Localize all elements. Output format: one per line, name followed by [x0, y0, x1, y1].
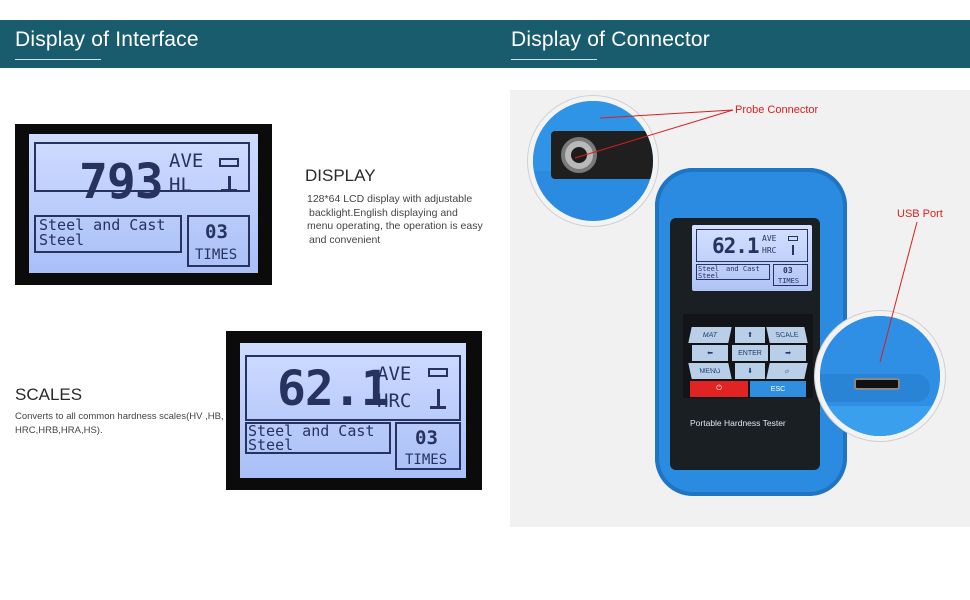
battery-icon	[428, 368, 448, 377]
lcd-material-line1: Steel and Cast	[39, 216, 166, 234]
probe-connector-callout: Probe Connector	[735, 104, 819, 116]
connector-banner: Display of Connector	[496, 20, 970, 68]
down-arrow-key[interactable]: ⬇	[735, 363, 765, 379]
display-desc-line: backlight.English displaying and	[309, 206, 458, 219]
usb-port-callout: USB Port	[897, 208, 943, 220]
device-screen: 62.1 AVE HRC Steel and Cast Steel 03 TIM…	[692, 225, 812, 291]
lcd-count: 03	[205, 221, 228, 243]
probe-icon-base	[430, 406, 446, 409]
battery-icon	[788, 236, 798, 241]
lcd-mode: AVE	[377, 363, 412, 385]
device-screen-count-label: TIMES	[778, 277, 800, 285]
device-screen-mode: AVE	[762, 234, 777, 243]
display-desc-line: menu operating, the operation is easy	[307, 220, 483, 232]
display-desc-line: 128*64 LCD display with adjustable	[307, 193, 473, 205]
device-screen-material-1: Steel	[698, 265, 720, 273]
lcd-value: 62.1	[277, 361, 390, 417]
power-icon: ⏻	[716, 385, 722, 392]
title-underline	[511, 59, 597, 60]
usb-port-slot	[854, 378, 900, 390]
arrow-up-icon: ⬆	[747, 332, 753, 339]
probe-icon-base	[221, 189, 237, 192]
arrow-down-icon: ⬇	[747, 368, 753, 375]
display-heading: DISPLAY	[305, 166, 376, 185]
menu-key[interactable]: MENU	[688, 363, 732, 379]
up-arrow-key[interactable]: ⬆	[735, 327, 765, 343]
device-screen-value: 62.1	[712, 234, 760, 258]
probe-icon	[228, 176, 231, 190]
lcd-material-line2: Steel	[39, 231, 85, 249]
scales-desc-line: HRC,HRB,HRA,HS).	[15, 424, 103, 436]
enter-key[interactable]: ENTER	[732, 345, 768, 361]
lcd-display-1: 793 AVE HL Steel and Cast Steel 03 TIMES	[15, 124, 272, 285]
lcd-mode: AVE	[169, 150, 204, 172]
scales-heading: SCALES	[15, 385, 83, 404]
power-key[interactable]: ⏻	[690, 381, 748, 397]
mat-key[interactable]: MAT	[688, 327, 732, 343]
device-screen-material-1b: and Cast	[726, 265, 760, 273]
scales-description: Converts to all common hardness scales(H…	[15, 410, 230, 437]
lcd-count: 03	[415, 427, 438, 449]
usb-port-zoom	[815, 311, 945, 441]
connector-title: Display of Connector	[511, 28, 710, 51]
display-description: 128*64 LCD display with adjustable backl…	[307, 193, 497, 247]
arrow-left-icon: ⬅	[707, 350, 713, 357]
sun-icon: ☼	[783, 367, 791, 375]
display-desc-line: and convenient	[309, 233, 381, 246]
lcd-material-line2: Steel	[248, 436, 294, 454]
lcd-material-line1: Steel and Cast	[248, 422, 375, 440]
device-screen-material-2: Steel	[698, 272, 720, 280]
lcd-count-label: TIMES	[405, 452, 448, 468]
left-arrow-key[interactable]: ⬅	[692, 345, 728, 361]
interface-banner: Display of Interface	[0, 20, 496, 68]
esc-key[interactable]: ESC	[750, 381, 806, 397]
backlight-key[interactable]: ☼	[766, 363, 808, 379]
device-screen-count: 03	[783, 266, 793, 275]
interface-title: Display of Interface	[15, 28, 199, 51]
device-label: Portable Hardness Tester	[690, 418, 786, 428]
device-screen-scale: HRC	[762, 246, 777, 255]
probe-icon	[792, 245, 794, 255]
battery-icon	[219, 158, 239, 167]
probe-connector-zoom	[528, 96, 658, 226]
title-underline	[15, 59, 101, 60]
lcd-value: 793	[79, 154, 164, 210]
lcd-scale: HL	[169, 174, 192, 196]
scale-key[interactable]: SCALE	[766, 327, 808, 343]
arrow-right-icon: ➡	[785, 350, 791, 357]
right-arrow-key[interactable]: ➡	[770, 345, 806, 361]
probe-icon	[437, 389, 440, 407]
scales-desc-line: Converts to all common hardness scales(H…	[15, 411, 224, 422]
lcd-display-2: 62.1 AVE HRC Steel and Cast Steel 03 TIM…	[226, 331, 482, 490]
lcd-count-label: TIMES	[195, 247, 238, 263]
lcd-scale: HRC	[377, 390, 412, 412]
